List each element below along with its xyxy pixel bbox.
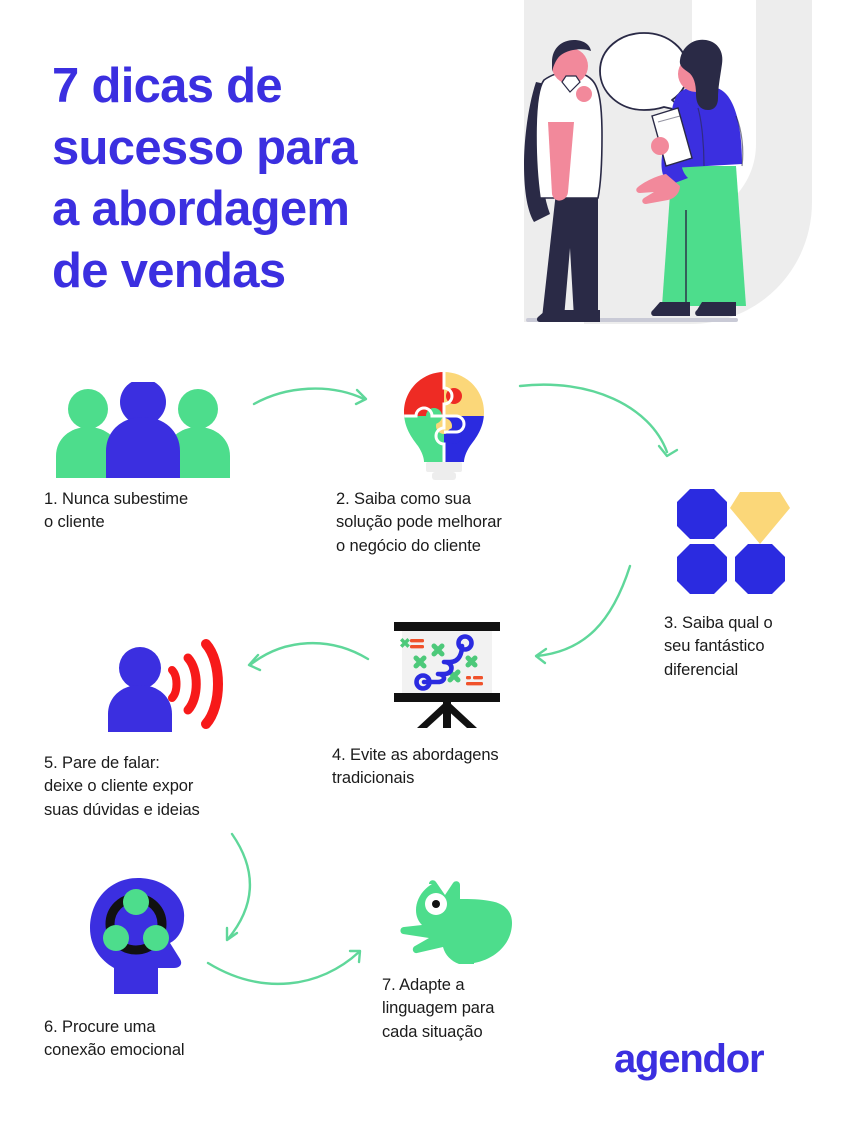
step-3-caption-line-2: seu fantástico [664, 637, 765, 656]
step-7-caption: 7. Adapte a linguagem para cada situação [382, 974, 588, 1044]
step-4-caption: 4. Evite as abordagens tradicionais [332, 744, 580, 791]
step-3-caption: 3. Saiba qual o seu fantástico diferenci… [664, 612, 850, 682]
step-2-caption-line-2: solução pode melhorar [336, 513, 502, 532]
title-line-3: a abordagem [52, 182, 350, 237]
step-1-caption-line-2: o cliente [44, 513, 105, 532]
step-2-caption-line-3: o negócio do cliente [336, 536, 481, 555]
step-2-caption: 2. Saiba como sua solução pode melhorar … [336, 488, 582, 558]
step-4-caption-line-1: 4. Evite as abordagens [332, 746, 499, 764]
step-5-caption-line-2: deixe o cliente expor [44, 777, 194, 796]
step-7-caption-line-1: 7. Adapte a [382, 976, 465, 994]
person-speaking-waves-icon [104, 636, 236, 737]
step-2-caption-line-1: 2. Saiba como sua [336, 490, 471, 508]
step-6-caption-line-2: conexão emocional [44, 1041, 185, 1060]
chameleon-icon [392, 872, 538, 996]
arrow-step6-to-step7 [206, 949, 362, 986]
step-5-caption: 5. Pare de falar: deixe o cliente expor … [44, 752, 290, 822]
title-line-2: sucesso para [52, 120, 358, 175]
arrow-step4-to-step5 [247, 642, 370, 672]
puzzle-lightbulb-icon [398, 370, 490, 485]
step-1-caption: 1. Nunca subestime o cliente [44, 488, 280, 535]
step-7-caption-line-3: cada situação [382, 1022, 483, 1041]
step-5-caption-line-3: suas dúvidas e ideias [44, 800, 200, 819]
hero-illustration [500, 0, 850, 348]
title-line-1: 7 dicas de [52, 59, 283, 113]
arrow-step1-to-step2 [252, 387, 368, 406]
three-people-icon [48, 379, 238, 483]
agendor-wordmark: agendor [614, 1037, 765, 1081]
step-1-caption-line-1: 1. Nunca subestime [44, 490, 189, 508]
step-3-caption-line-1: 3. Saiba qual o [664, 614, 773, 632]
step-3-caption-line-3: diferencial [664, 660, 739, 679]
agendor-logo[interactable]: agendor agendor [614, 1037, 810, 1084]
presentation-board-icon [388, 622, 506, 733]
step-6-caption-line-1: 6. Procure uma [44, 1018, 156, 1036]
octagons-and-diamond-icon [674, 486, 792, 599]
arrow-step5-to-step6 [225, 832, 252, 942]
step-6-caption: 6. Procure uma conexão emocional [44, 1016, 292, 1063]
title-line-4: de vendas [52, 244, 286, 299]
step-5-caption-line-1: 5. Pare de falar: [44, 754, 160, 772]
arrow-step2-to-step3 [518, 383, 679, 458]
agendor-logo-text: agendor [614, 1038, 764, 1081]
arrow-step3-to-step4 [534, 564, 632, 665]
page-title: 7 dicas de sucesso para a abordagem de v… [52, 56, 482, 303]
head-with-network-icon [88, 876, 204, 1001]
step-4-caption-line-2: tradicionais [332, 769, 415, 788]
step-7-caption-line-2: linguagem para [382, 999, 495, 1018]
